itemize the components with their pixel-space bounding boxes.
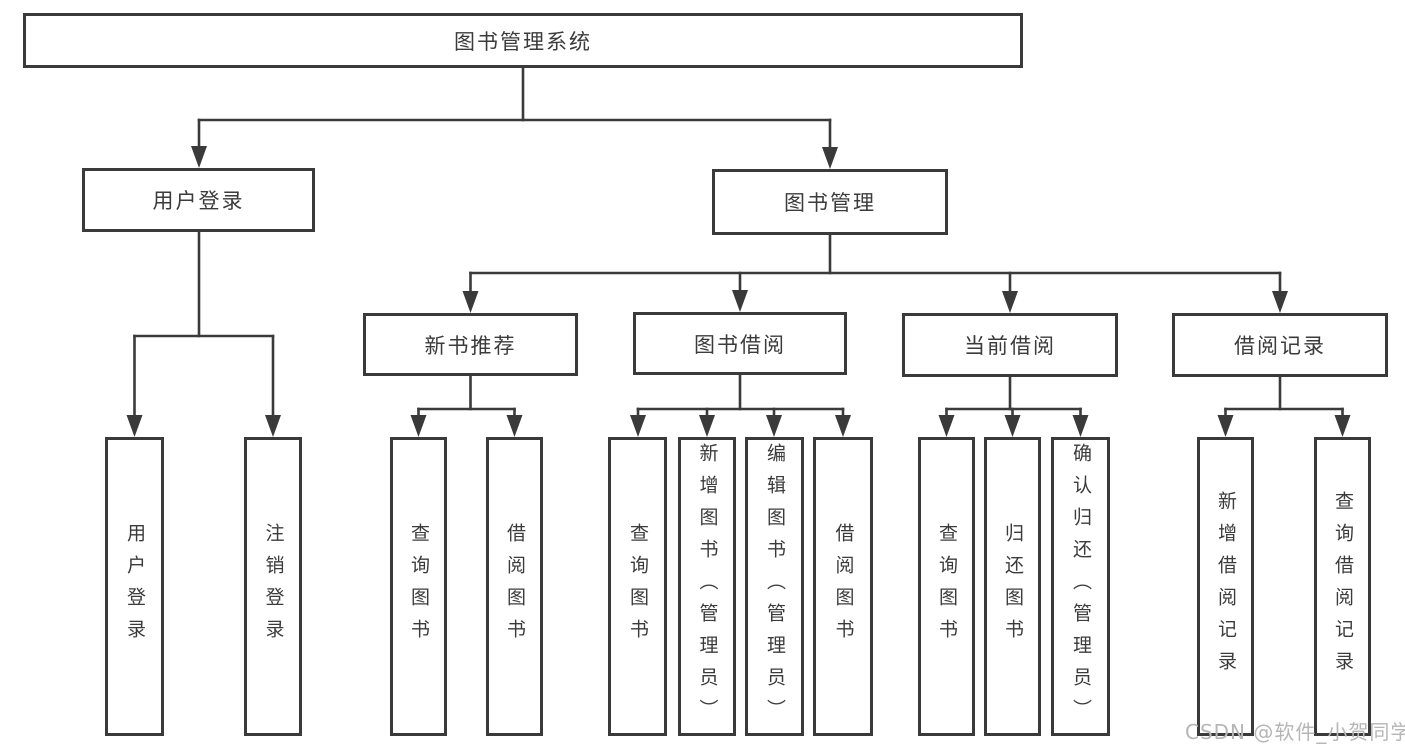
leaf-cb-return-books: 归还图书 [984,437,1041,736]
node-borrowing-records: 借阅记录 [1172,313,1388,377]
node-current-borrowing: 当前借阅 [902,313,1118,377]
leaf-br-query-record-label: 查询借阅记录 [1332,490,1354,683]
leaf-bb-add-books-admin: 新增图书（管理员） [678,437,736,736]
node-book-borrowing: 图书借阅 [633,312,847,375]
arrowheads [126,146,1351,437]
leaf-cb-query-books-label: 查询图书 [936,522,958,651]
csdn-watermark: CSDN @软件_小贺同学 [1185,720,1405,744]
leaf-bb-borrow-books: 借阅图书 [813,437,873,736]
node-new-book-recommend-label: 新书推荐 [424,333,517,358]
leaf-nbr-borrow-books: 借阅图书 [486,437,543,736]
leaf-cb-confirm-return-admin: 确认归还（管理员） [1051,437,1110,736]
leaf-cb-confirm-return-admin-label: 确认归还（管理员） [1070,442,1092,731]
node-book-borrowing-label: 图书借阅 [694,332,786,357]
leaf-nbr-query-books: 查询图书 [390,437,447,736]
leaf-bb-borrow-books-label: 借阅图书 [832,522,855,651]
leaf-br-query-record: 查询借阅记录 [1314,437,1371,736]
node-book-management-label: 图书管理 [784,191,876,215]
leaf-logout-action: 注销登录 [244,437,302,736]
leaf-bb-query-books-label: 查询图书 [627,522,649,651]
leaf-br-add-record-label: 新增借阅记录 [1215,490,1237,683]
leaf-bb-edit-books-admin: 编辑图书（管理员） [745,437,804,736]
node-current-borrowing-label: 当前借阅 [964,334,1056,358]
leaf-bb-edit-books-admin-label: 编辑图书（管理员） [764,442,786,731]
node-root-label: 图书管理系统 [454,29,592,54]
leaf-cb-return-books-label: 归还图书 [1002,522,1024,651]
node-root-library-system: 图书管理系统 [23,13,1023,68]
leaf-bb-query-books: 查询图书 [608,437,667,736]
node-user-login: 用户登录 [82,168,315,232]
node-user-login-label: 用户登录 [152,189,245,213]
node-book-management: 图书管理 [712,169,948,235]
leaf-logout-action-label: 注销登录 [262,522,285,651]
leaf-cb-query-books: 查询图书 [918,437,975,736]
leaf-user-login-action: 用户登录 [105,437,164,736]
node-new-book-recommend: 新书推荐 [363,313,578,376]
node-borrowing-records-label: 借阅记录 [1234,334,1326,358]
leaf-nbr-borrow-books-label: 借阅图书 [504,522,526,651]
leaf-nbr-query-books-label: 查询图书 [408,522,430,651]
leaf-bb-add-books-admin-label: 新增图书（管理员） [696,442,719,731]
leaf-user-login-action-label: 用户登录 [124,522,146,651]
leaf-br-add-record: 新增借阅记录 [1197,437,1254,736]
